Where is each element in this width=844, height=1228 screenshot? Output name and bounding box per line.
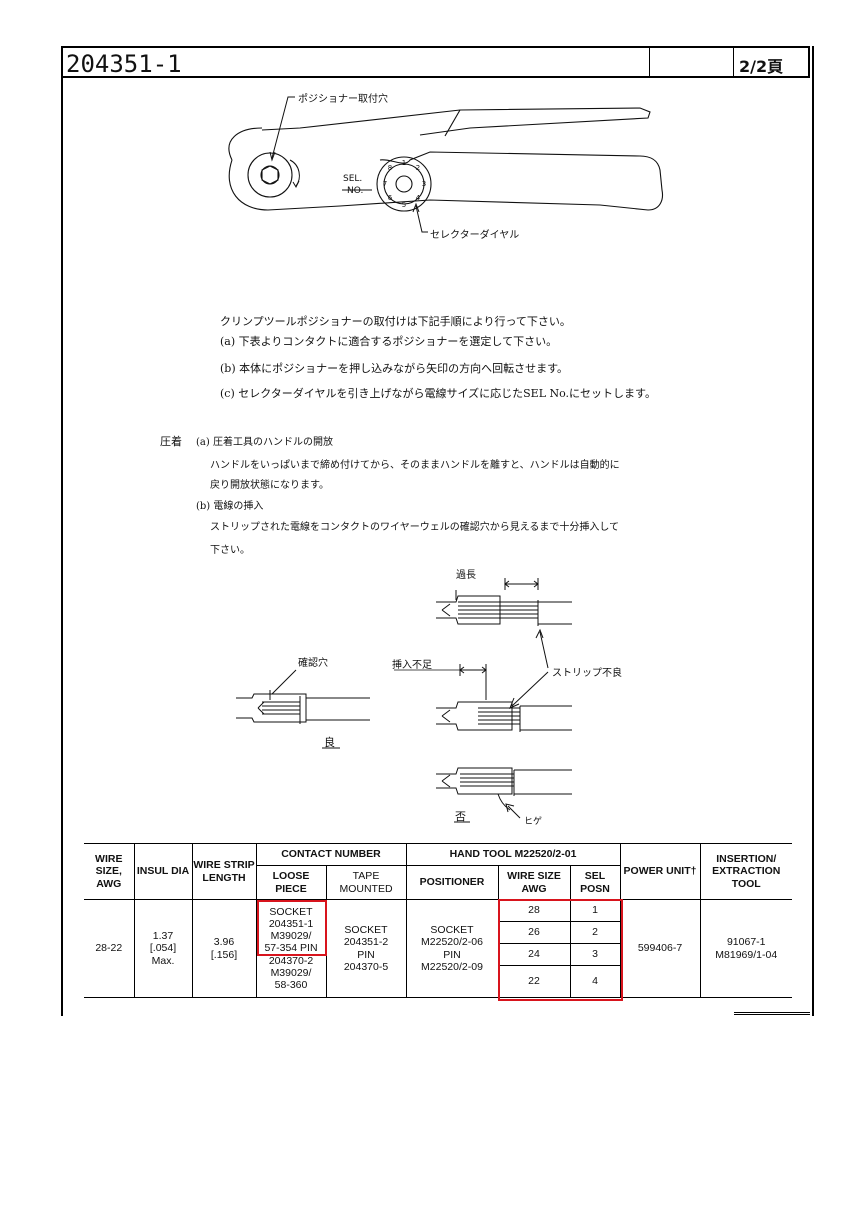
good-label: 良 (324, 736, 335, 749)
sel-label: SEL. (343, 174, 363, 184)
header-positioner: POSITIONER (405, 865, 499, 900)
dial-number-7: 7 (383, 180, 387, 188)
whisker-label: ヒゲ (524, 817, 543, 827)
header-contact-number: CONTACT NUMBER (255, 843, 407, 866)
dial-number-2: 2 (416, 164, 420, 172)
spec-table: WIRE SIZE, AWG INSUL DIA WIRE STRIP LENG… (84, 843, 792, 998)
cell-power-unit: 599406-7 (619, 899, 701, 998)
bottom-rule (734, 1012, 810, 1015)
bad-strip-label: ストリップ不良 (552, 668, 622, 679)
page-frame (61, 46, 814, 1016)
document-number: 204351-1 (66, 50, 182, 78)
crimping-b-text-2: 下さい。 (210, 545, 250, 556)
header-insul-dia: INSUL DIA (133, 843, 193, 900)
instructions-step-c: (c) セレクターダイヤルを引き上げながら電線サイズに応じたSEL No.にセッ… (220, 387, 656, 400)
highlight-sel-table (498, 899, 623, 1001)
crimp-tool-figure: 1 2 3 4 5 6 7 8 (228, 96, 664, 233)
header-tape-mounted: TAPE MOUNTED (325, 865, 407, 900)
crimping-title: 圧着 (160, 435, 182, 448)
header-hand-tool: HAND TOOL M22520/2-01 (405, 843, 621, 866)
crimping-b-heading: (b) 電線の挿入 (196, 501, 264, 512)
header-wire-strip: WIRE STRIP LENGTH (191, 843, 257, 900)
header-wire-size: WIRE SIZE, AWG (84, 843, 135, 900)
crimping-a-text-1: ハンドルをいっぱいまで締め付けてから、そのままハンドルを離すと、ハンドルは自動的… (210, 460, 620, 471)
dial-number-6: 6 (388, 194, 393, 202)
dial-number-8: 8 (388, 164, 392, 172)
crimping-a-heading: (a) 圧着工具のハンドルの開放 (196, 437, 333, 448)
insufficient-insertion-label: 挿入不足 (392, 660, 432, 671)
dial-number-1: 1 (402, 159, 406, 167)
too-long-label: 過長 (456, 570, 476, 581)
page-header: 204351-1 2/2頁 (61, 46, 810, 78)
page-indicator: 2/2頁 (739, 57, 784, 76)
bad-label: 否 (455, 810, 466, 823)
dial-number-5: 5 (402, 201, 406, 209)
header-wire-size-awg: WIRE SIZE AWG (497, 865, 571, 900)
instructions-step-b: (b) 本体にポジショナーを押し込みながら矢印の方向へ回転させます。 (220, 362, 569, 375)
header-page-cell (733, 48, 809, 76)
crimping-b-text-1: ストリップされた電線をコンタクトのワイヤーウェルの確認穴から見えるまで十分挿入し… (210, 522, 620, 533)
wire-insertion-figure (236, 578, 572, 823)
dial-number-3: 3 (422, 180, 426, 188)
header-insertion-tool: INSERTION/ EXTRACTION TOOL (699, 843, 792, 900)
inspection-hole-label: 確認穴 (298, 658, 328, 669)
selector-dial-label: セレクターダイヤル (430, 230, 520, 241)
cell-strip-length: 3.96 [.156] (191, 899, 257, 998)
cell-insertion-tool: 91067-1 M81969/1-04 (699, 899, 792, 998)
cell-tape-mounted: SOCKET 204351-2 PIN 204370-5 (325, 899, 407, 998)
cell-posn-4: 4 (569, 965, 621, 998)
header-sel-posn: SEL POSN (569, 865, 621, 900)
cell-positioner: SOCKET M22520/2-06 PIN M22520/2-09 (405, 899, 499, 998)
positioner-mount-label: ポジショナー取付穴 (298, 94, 388, 105)
header-empty-cell (649, 48, 734, 76)
no-label: NO. (347, 186, 364, 196)
cell-insul-dia: 1.37 [.054] Max. (133, 899, 193, 998)
header-power-unit: POWER UNIT† (619, 843, 701, 900)
header-loose-piece: LOOSE PIECE (255, 865, 327, 900)
dial-number-4: 4 (416, 194, 421, 202)
highlight-loose-piece (257, 900, 327, 956)
frame-left-stub (61, 1000, 63, 1016)
instructions-intro: クリンプツールポジショナーの取付けは下記手順により行って下さい。 (220, 315, 571, 328)
crimping-a-text-2: 戻り開放状態になります。 (210, 480, 329, 491)
instructions-step-a: (a) 下表よりコンタクトに適合するポジショナーを選定して下さい。 (220, 335, 558, 348)
cell-wire-size: 28-22 (84, 899, 135, 998)
